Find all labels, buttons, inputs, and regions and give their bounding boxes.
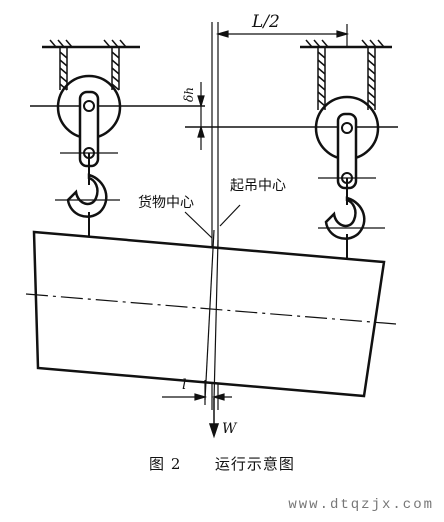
center-lines (184, 204, 241, 401)
left-hook (66, 173, 108, 218)
lift-center-label: 起吊中心 (230, 178, 286, 194)
weight-label: W (222, 421, 238, 437)
right-pulley-assembly (185, 39, 398, 262)
crane-lifting-diagram: L/2 δh 货物中心 起吊中心 l W (25, 12, 398, 439)
offset-label: l (182, 377, 186, 393)
left-pulley-assembly (30, 39, 205, 240)
cargo-block (25, 230, 397, 398)
right-ropes (317, 47, 376, 110)
figure-title: 运行示意图 (214, 455, 295, 473)
weight-arrow (208, 398, 220, 439)
watermark: www.dtqzjx.com (288, 497, 434, 513)
cargo-center-label: 货物中心 (138, 194, 194, 211)
offset-dimension (162, 380, 232, 405)
figure-number: 图 2 (149, 455, 182, 473)
delta-h-label: δh (182, 87, 196, 102)
delta-h-dimension (197, 82, 205, 150)
figure-caption: 图 2 运行示意图 (0, 453, 444, 474)
half-span-label: L/2 (251, 12, 280, 32)
left-ropes (59, 47, 120, 91)
right-hook (324, 196, 366, 240)
